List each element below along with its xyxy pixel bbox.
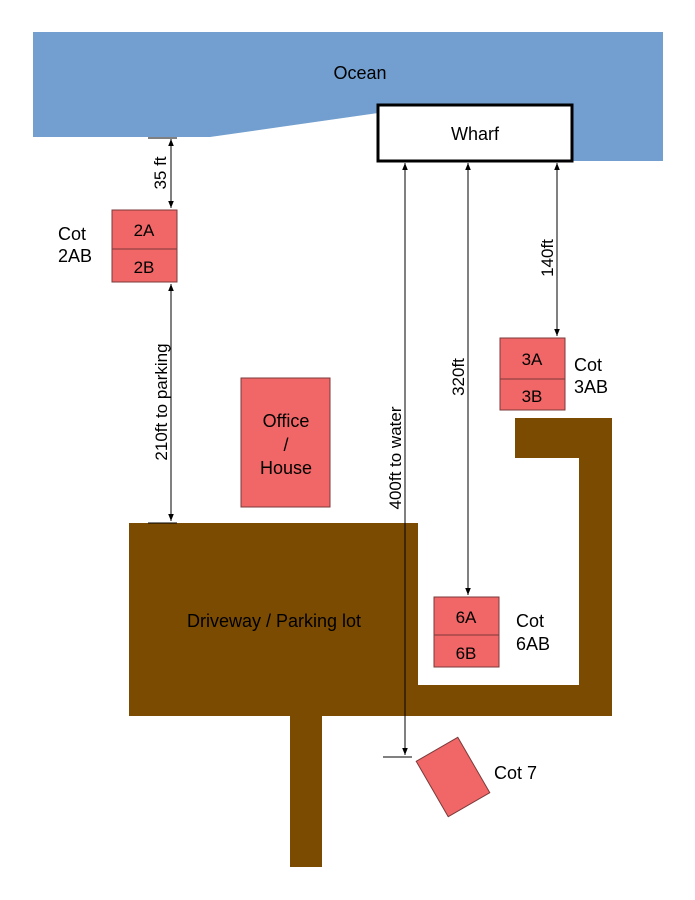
office-label-1: Office — [263, 411, 310, 431]
ocean-area — [33, 32, 663, 161]
unit-6b-label: 6B — [456, 644, 477, 663]
dim-210ft-label: 210ft to parking — [152, 343, 171, 460]
unit-3a-label: 3A — [522, 350, 543, 369]
cot-3ab-title-1: Cot — [574, 355, 602, 375]
cot-7 — [415, 736, 491, 818]
office-label-2: / — [283, 435, 288, 455]
cot-6ab-title-2: 6AB — [516, 634, 550, 654]
cot-6ab-title-1: Cot — [516, 611, 544, 631]
cot-3ab-title-2: 3AB — [574, 377, 608, 397]
cot-6ab — [433, 596, 500, 668]
wharf-label: Wharf — [451, 124, 500, 144]
driveway-label: Driveway / Parking lot — [187, 611, 361, 631]
office-house — [240, 377, 331, 508]
unit-6a-label: 6A — [456, 608, 477, 627]
driveway-parking-lot — [129, 418, 612, 867]
wharf — [376, 103, 574, 163]
cot-3ab — [499, 337, 566, 411]
unit-2a-label: 2A — [134, 221, 155, 240]
dim-140ft-label: 140ft — [538, 239, 557, 277]
unit-2b-label: 2B — [134, 258, 155, 277]
dim-320ft-label: 320ft — [449, 358, 468, 396]
cot-2ab-title-1: Cot — [58, 224, 86, 244]
cot-7-title: Cot 7 — [494, 763, 537, 783]
ocean-label: Ocean — [333, 63, 386, 83]
office-label-3: House — [260, 458, 312, 478]
cot-2ab-title-2: 2AB — [58, 246, 92, 266]
cot-2ab — [111, 209, 178, 283]
unit-3b-label: 3B — [522, 387, 543, 406]
dim-400ft-label: 400ft to water — [386, 406, 405, 509]
dim-35ft-label: 35 ft — [151, 156, 170, 189]
